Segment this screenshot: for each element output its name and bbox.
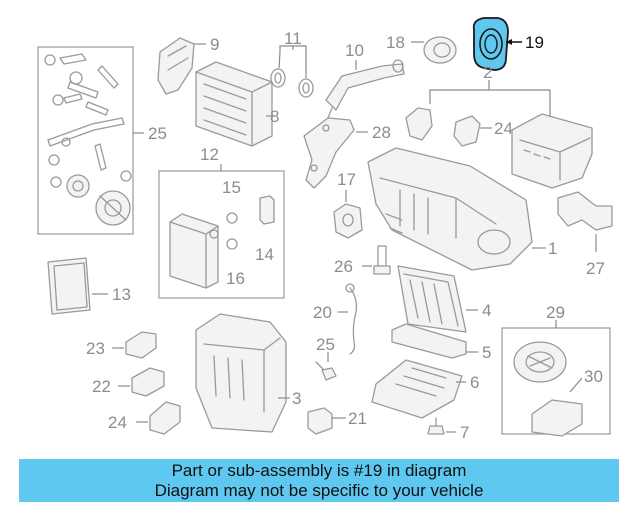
callout-18: 18	[386, 33, 405, 52]
callout-23: 23	[86, 339, 105, 358]
callout-19: 19	[525, 33, 544, 52]
callout-9: 9	[210, 35, 219, 54]
callout-4: 4	[482, 301, 491, 320]
part-21	[307, 407, 346, 435]
callout-22: 22	[92, 377, 111, 396]
banner-line-disclaimer: Diagram may not be specific to your vehi…	[154, 481, 484, 500]
part-18	[411, 36, 457, 64]
part-25-box	[37, 46, 134, 235]
part-22	[118, 367, 165, 397]
callout-2: 2	[483, 63, 492, 82]
part-5	[391, 323, 478, 359]
callout-26: 25	[316, 335, 335, 354]
part-12-box	[158, 164, 285, 299]
callout-17: 17	[337, 170, 356, 189]
part-20	[338, 283, 358, 355]
part-2	[405, 80, 593, 189]
callout-27: 26	[334, 257, 353, 276]
part-3-lower-housing	[195, 313, 290, 433]
part-8	[195, 61, 273, 147]
callout-6: 6	[470, 373, 479, 392]
callout-21: 21	[348, 409, 367, 428]
part-29	[303, 117, 368, 189]
callout-10: 10	[345, 41, 364, 60]
callout-24-lower: 24	[108, 413, 127, 432]
callout-8: 8	[270, 107, 279, 126]
callout-31: 30	[584, 367, 603, 386]
callout-1: 1	[548, 239, 557, 258]
part-11	[270, 45, 314, 98]
part-26	[315, 352, 337, 381]
part-17	[333, 190, 363, 239]
part-19-highlighted	[472, 17, 522, 71]
callout-29: 28	[372, 123, 391, 142]
callout-5: 5	[482, 343, 491, 362]
part-10	[325, 59, 405, 121]
callout-12: 12	[200, 145, 219, 164]
callout-20: 20	[313, 303, 332, 322]
part-7	[427, 417, 456, 435]
part-6	[371, 359, 466, 419]
part-23	[112, 331, 157, 359]
part-30-box	[501, 320, 611, 437]
part-13	[47, 257, 108, 315]
callout-16: 16	[226, 269, 245, 288]
part-24-lower	[136, 401, 181, 435]
part-28	[557, 191, 613, 252]
callout-30: 29	[546, 303, 565, 322]
callout-7: 7	[460, 423, 469, 442]
part-9	[157, 37, 206, 95]
callout-11: 11	[284, 29, 302, 48]
part-1-heater-housing	[367, 147, 546, 271]
callout-28: 27	[586, 259, 605, 278]
callout-3: 3	[292, 389, 301, 408]
callout-13: 13	[112, 285, 131, 304]
banner-line-part: Part or sub-assembly is #19 in diagram	[171, 461, 467, 480]
callout-15: 15	[222, 178, 241, 197]
callout-14: 14	[255, 245, 274, 264]
part-24-upper	[453, 115, 492, 147]
callout-25: 25	[148, 124, 167, 143]
callout-24-upper: 24	[494, 119, 513, 138]
part-4	[397, 265, 478, 333]
part-27	[362, 245, 391, 275]
info-banner: Part or sub-assembly is #19 in diagram D…	[19, 459, 619, 502]
